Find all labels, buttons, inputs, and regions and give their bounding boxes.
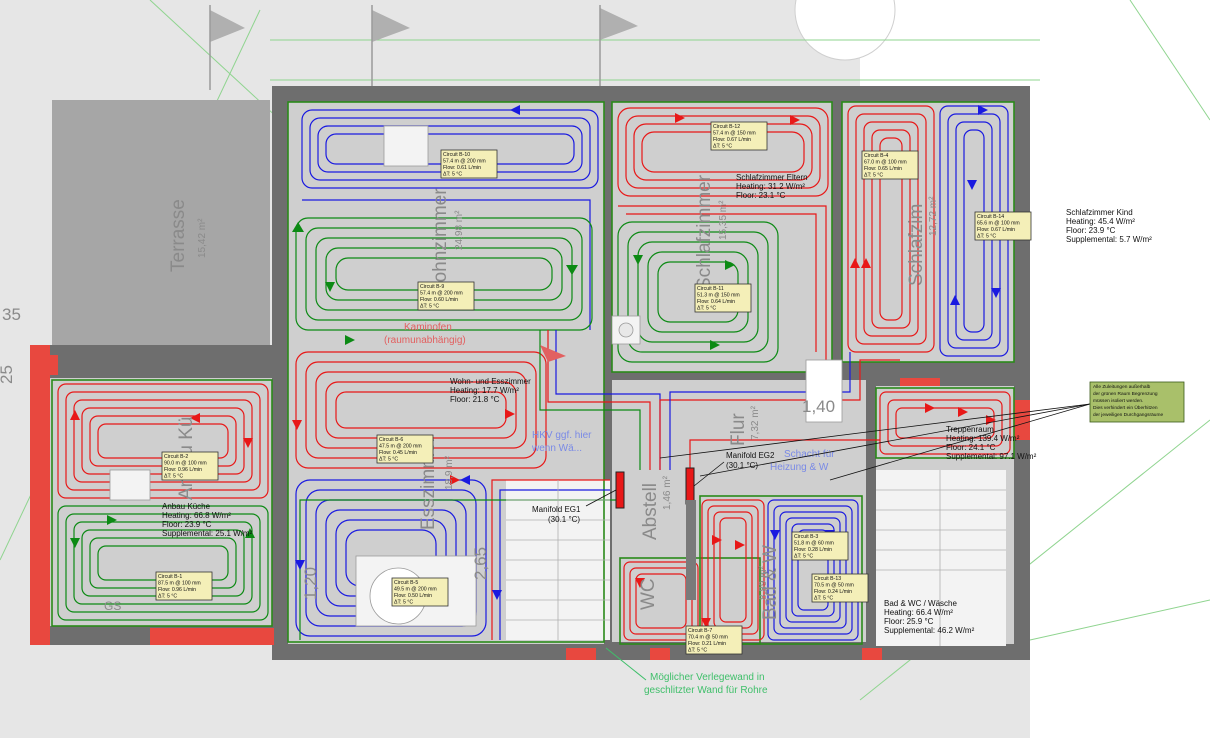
garden-strip <box>860 0 1030 90</box>
stair-treads <box>506 470 1006 646</box>
zone-outlines <box>51 101 1015 645</box>
circuit-coil-b1 <box>57 505 269 621</box>
kaminofen-arrow <box>540 345 566 362</box>
bad-area: 8,89 m² <box>758 565 769 600</box>
schlafzimmer-eltern-area: 15,35 m² <box>718 200 729 240</box>
insulation-annotation <box>1089 381 1185 423</box>
abstell-area: 1,46 m² <box>662 475 673 510</box>
circuit-coil-b3-b13 <box>767 499 859 641</box>
abstell-name: Abstell <box>640 483 661 540</box>
site-lines <box>0 0 1210 701</box>
terrace-area-label: 15,42 m² <box>197 218 208 258</box>
flow-arrows <box>70 105 1001 628</box>
garden-area <box>1030 0 1210 738</box>
manifold-eg2-label[interactable]: Manifold EG2(30.1 °C) <box>726 451 775 470</box>
flur-name: Flur <box>728 413 749 446</box>
manifold-eg1-bar[interactable] <box>615 471 625 509</box>
wall-hatching <box>30 345 1030 660</box>
verlegewand-leader <box>605 647 647 681</box>
flag-poles <box>209 5 601 90</box>
schlafzimmer-eltern-name: Schlafzimmer <box>694 174 715 290</box>
fixtures <box>109 125 843 627</box>
terrace-area <box>52 100 270 355</box>
flag-markers <box>210 8 638 42</box>
circuit-coil-b4 <box>847 105 935 353</box>
dim-120: 1,20 <box>301 567 320 600</box>
terrace-name: Terrasse <box>168 199 189 272</box>
schlafzimmer-kind-area: 12,72 m² <box>928 196 939 236</box>
wohnzimmer-area: 24,98 m² <box>454 210 465 250</box>
dim-265: 2,65 <box>471 547 490 580</box>
flur-area: 7,32 m² <box>750 405 761 440</box>
esszimmer-area: 18,9 m² <box>444 455 455 490</box>
annotation-leaders <box>659 403 1091 481</box>
manifold-eg2-bar[interactable] <box>685 467 695 505</box>
stair-bath-fixtures <box>876 470 1006 646</box>
circuit-coil-b7 <box>623 499 765 641</box>
gs-label: GS <box>104 599 121 613</box>
wohnzimmer-name: Wohnzimmer <box>430 188 451 300</box>
wc-name: WC <box>638 578 659 610</box>
dim-35: 35 <box>2 305 21 324</box>
manifold-eg1-label[interactable]: Manifold EG1(30.1 °C) <box>532 505 581 524</box>
bad-name: Bad & W <box>760 545 781 620</box>
schlafzimmer-kind-name: Schlafzim <box>906 204 927 286</box>
inner-wall <box>686 500 696 600</box>
dim-25: 25 <box>0 365 16 384</box>
manifold-eg1-leader <box>585 489 617 507</box>
note-kaminofen: Kaminofen(raumunabhängig) <box>384 322 466 346</box>
dim-140: 1,40 <box>802 397 835 416</box>
tree-circle <box>794 0 896 61</box>
